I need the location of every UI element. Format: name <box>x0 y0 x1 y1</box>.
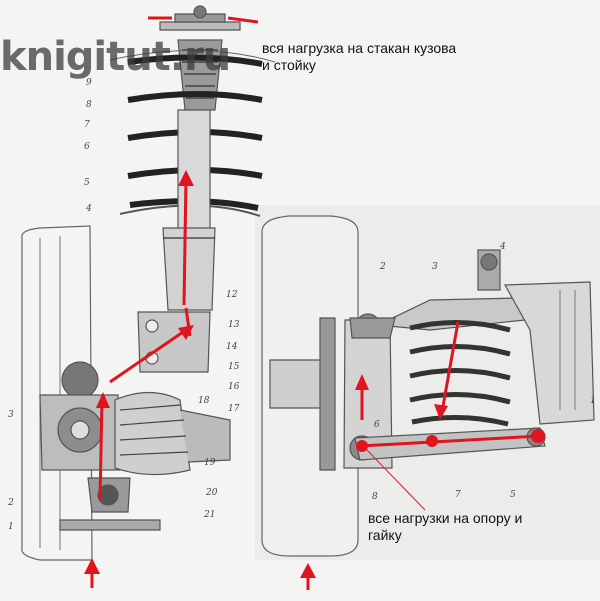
right-part-number: 7 <box>455 490 461 500</box>
wheel-load-arrow <box>98 399 104 501</box>
right-part-number: 8 <box>372 492 378 502</box>
left-part-number: 2 <box>8 498 14 508</box>
left-part-number: 19 <box>204 458 216 468</box>
right-part-number: 4 <box>500 242 506 252</box>
right-suspension-diagram <box>261 215 595 557</box>
left-part-number: 14 <box>226 342 238 352</box>
left-part-number: 15 <box>228 362 240 372</box>
force-annotations <box>84 16 545 590</box>
left-part-number: 4 <box>86 204 92 214</box>
left-strut-diagram <box>21 5 276 561</box>
left-part-number: 17 <box>228 404 240 414</box>
left-part-number: 3 <box>8 410 14 420</box>
load-point-2 <box>426 435 438 447</box>
left-part-number: 1 <box>8 522 14 532</box>
right-part-number: 2 <box>380 262 386 272</box>
left-part-number: 20 <box>206 488 218 498</box>
left-part-number: 7 <box>84 120 90 130</box>
left-part-number: 12 <box>226 290 238 300</box>
right-part-number: 1 <box>590 396 596 406</box>
top-annotation-line2: и стойку <box>262 57 316 73</box>
top-annotation-line1: вся нагрузка на стакан кузова <box>262 40 457 56</box>
right-part-number: 6 <box>374 420 380 430</box>
right-part-number: 3 <box>432 262 438 272</box>
top-right-red-mark <box>227 16 259 24</box>
left-part-number: 18 <box>198 396 210 406</box>
knuckle-to-strut-arrow <box>109 328 187 384</box>
left-part-number: 16 <box>228 382 240 392</box>
left-part-number: 5 <box>84 178 90 188</box>
spring-load-arrow <box>440 321 460 413</box>
left-part-number: 9 <box>86 78 92 88</box>
strut-load-arrow <box>182 177 188 306</box>
watermark-text: knigitut.ru <box>0 34 231 80</box>
left-part-number: 21 <box>204 510 216 520</box>
bottom-annotation-line1: все нагрузки на опору и <box>368 510 523 526</box>
left-part-number: 6 <box>84 142 90 152</box>
left-part-number: 8 <box>86 100 92 110</box>
load-point-1 <box>356 440 368 452</box>
load-point-3 <box>531 429 545 443</box>
bottom-annotation-line2: гайку <box>368 527 402 543</box>
lower-arm-load-line <box>359 434 541 448</box>
right-coil-spring <box>409 319 511 427</box>
left-part-number: 13 <box>228 320 240 330</box>
right-part-number: 5 <box>510 490 516 500</box>
label-leader-line <box>364 447 426 511</box>
